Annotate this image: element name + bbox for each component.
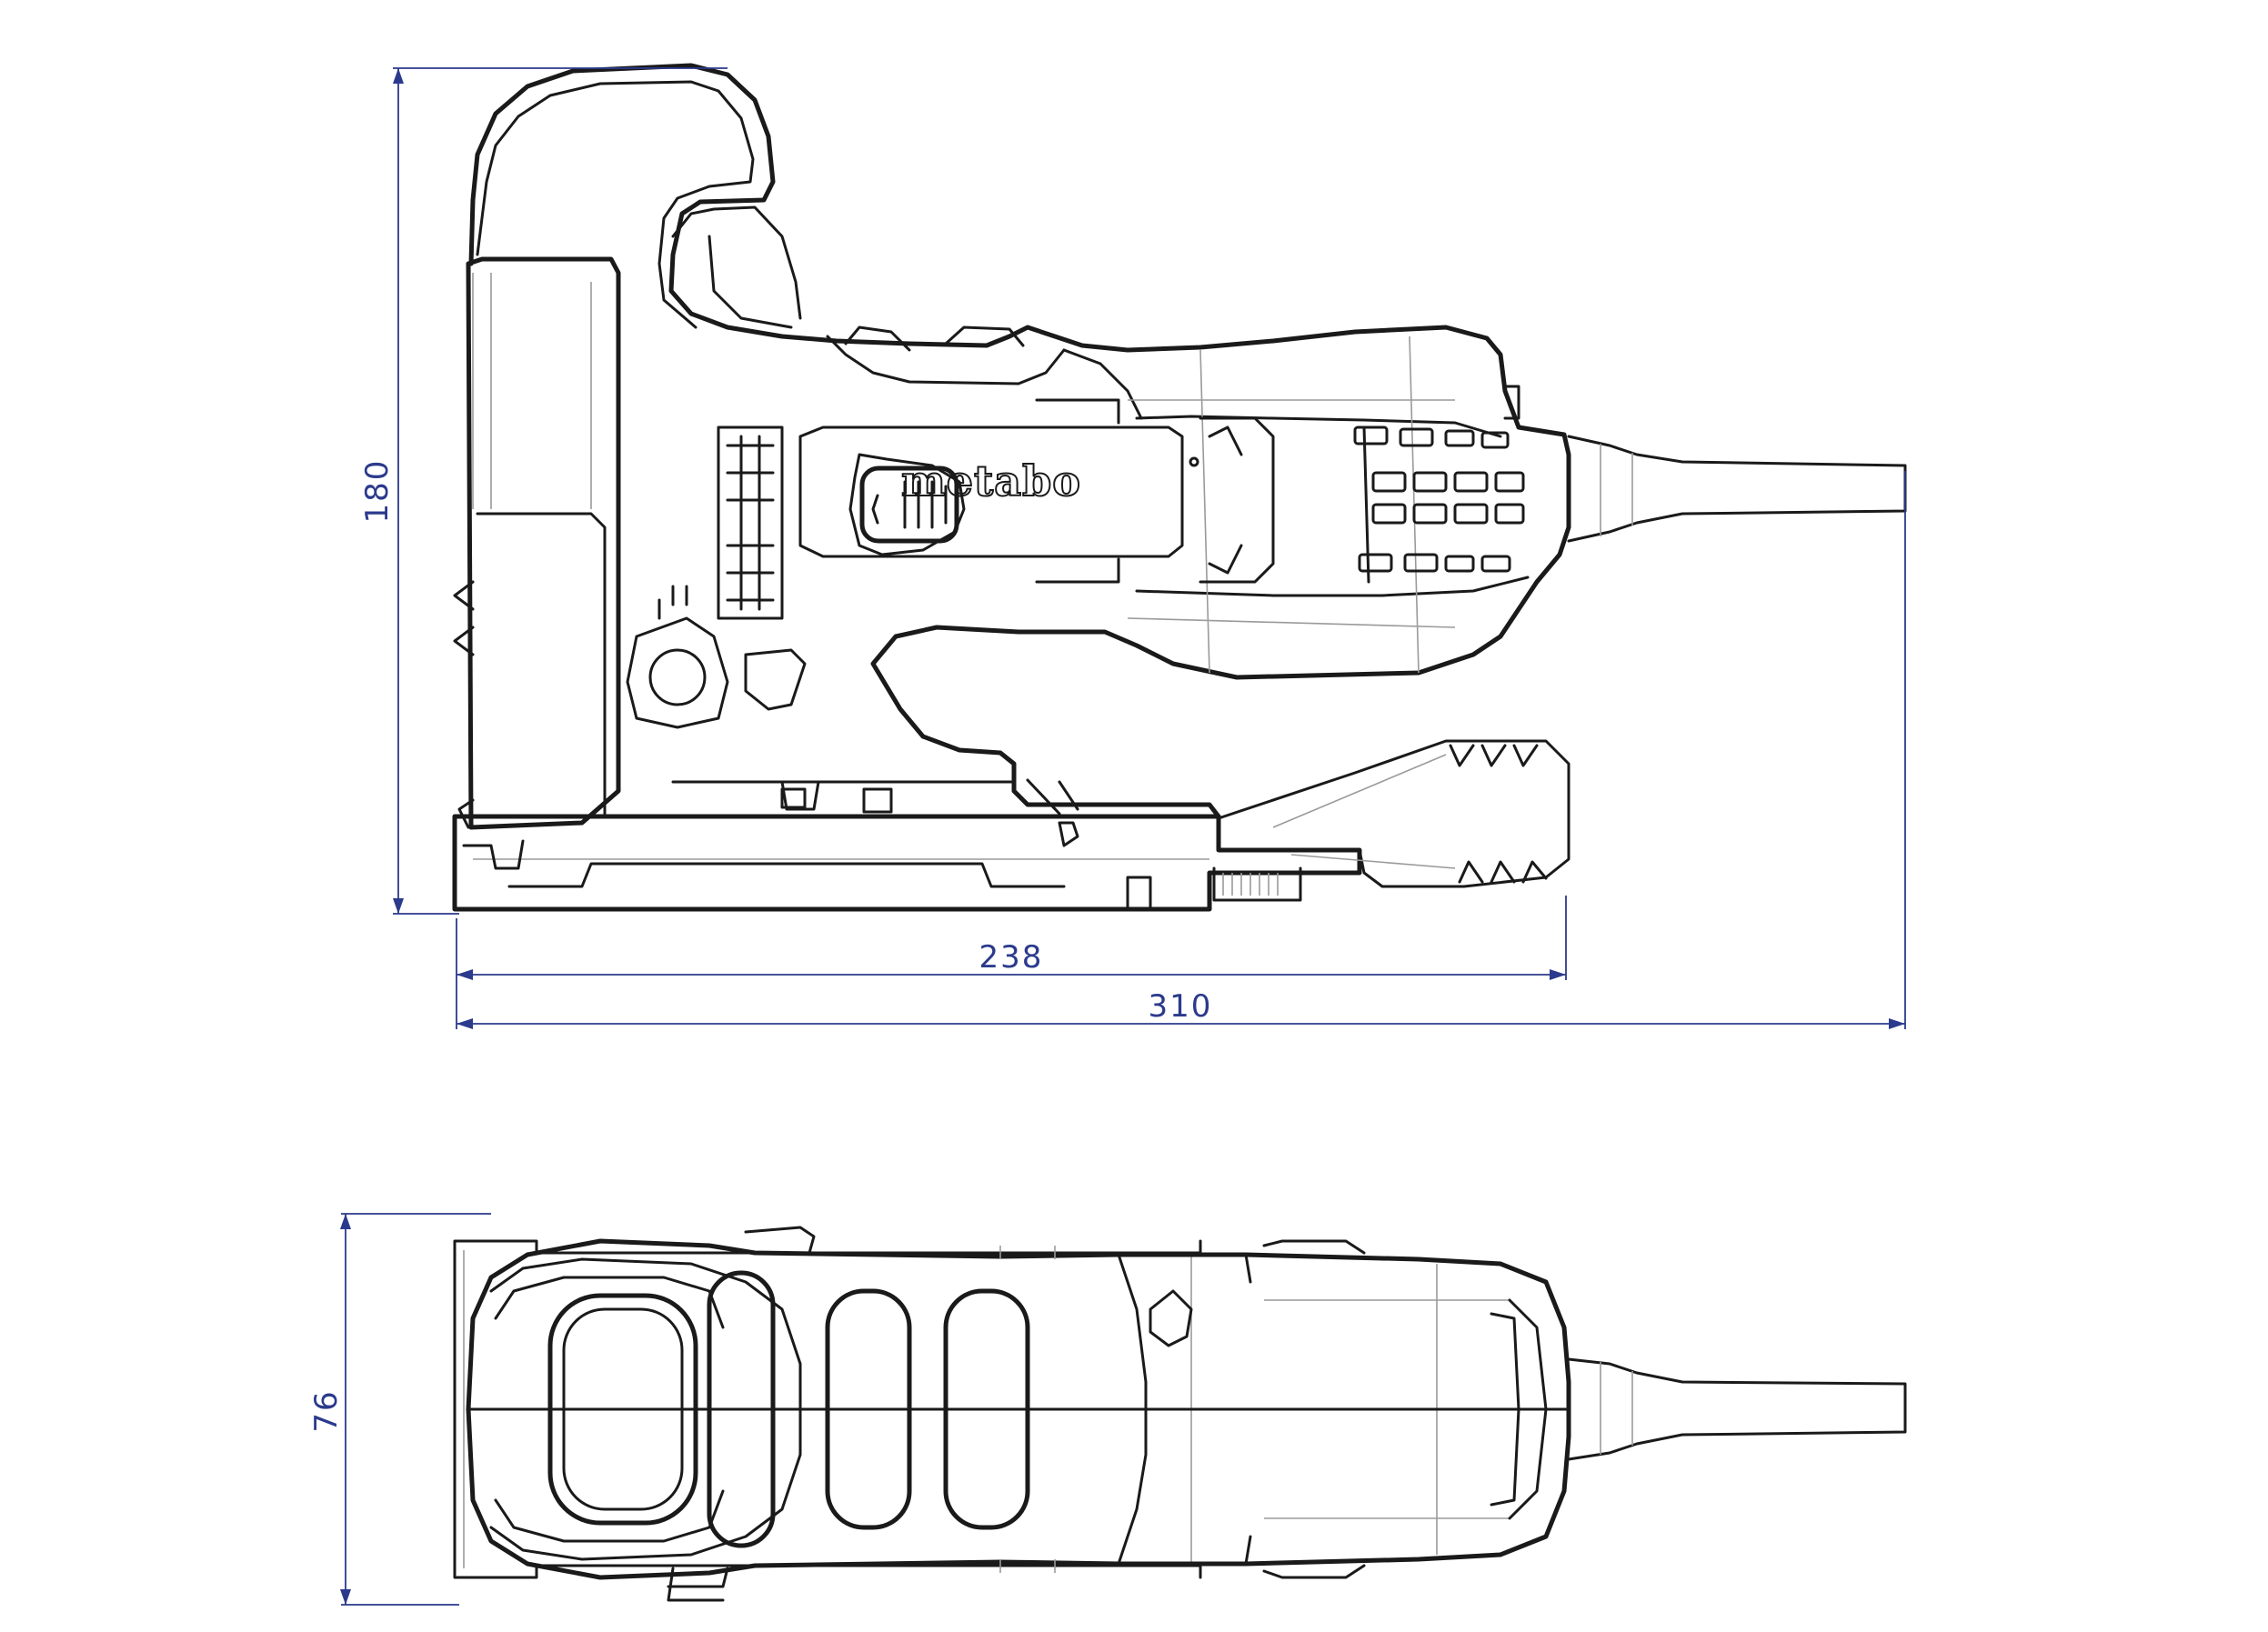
front-column [453,256,621,830]
pendulum-selector [626,426,807,729]
power-cable-top [1567,1357,1907,1461]
dimension-width: 76 [308,1213,491,1606]
vent-slots [1353,426,1525,573]
main-housing [468,63,1571,819]
top-view: 76 [308,1213,1907,1606]
switch-slider [1503,385,1520,420]
dimension-length-total: 310 [457,471,1906,1029]
speed-dial [848,453,966,556]
dimension-length-body: 238 [456,896,1567,1029]
dust-extraction-port [1217,739,1571,888]
top-knob [1149,1289,1193,1347]
height-label: 180 [359,459,396,524]
width-label: 76 [308,1389,345,1432]
power-cable [1567,435,1907,543]
length-body-label: 238 [979,939,1044,976]
motor-housing [1127,335,1530,674]
logo-plate: metabo [798,398,1275,584]
base-plate [452,814,1362,912]
length-total-label: 310 [1149,988,1213,1025]
base-bracket [671,778,1079,847]
side-view: metabo [359,63,1907,1029]
dimension-height: 180 [359,67,728,915]
